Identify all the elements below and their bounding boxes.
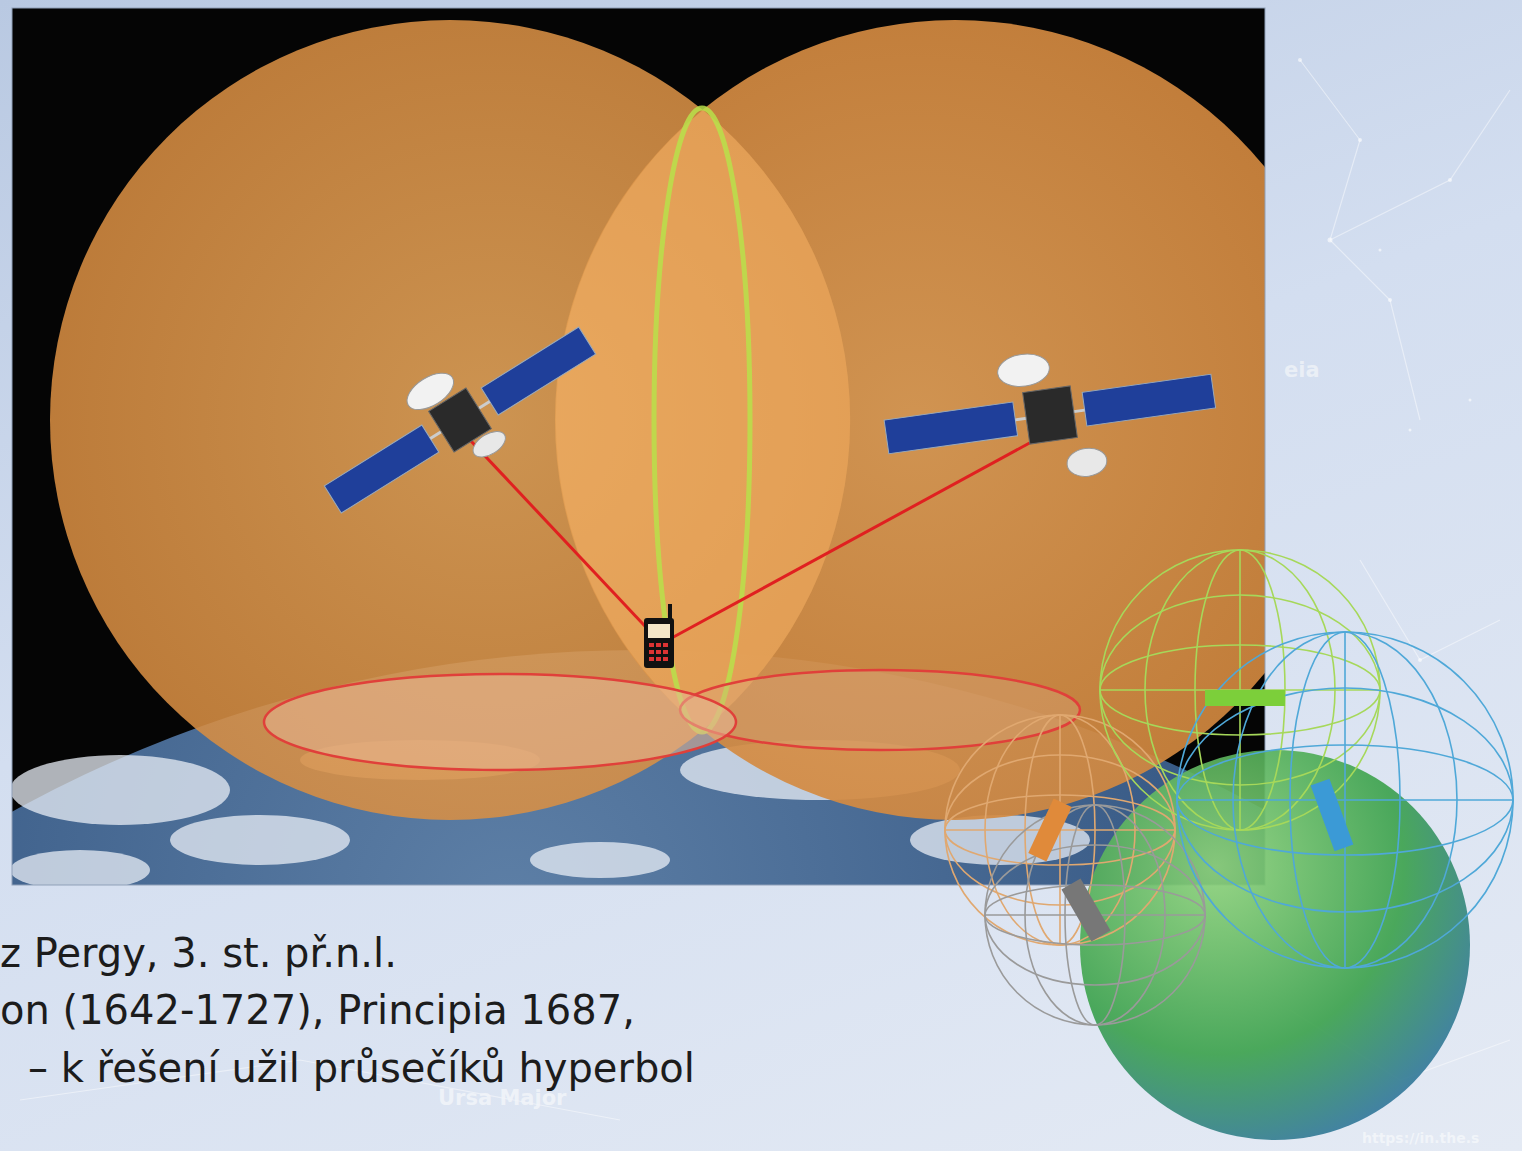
- watermark: https://in.the.s: [1362, 1130, 1479, 1146]
- wire-sphere: [1100, 550, 1380, 830]
- footprint-ellipse: [264, 674, 736, 770]
- mini-satellite: [1028, 690, 1353, 941]
- history-note: on (1642-1727), Principia 1687,: [0, 987, 635, 1033]
- history-note: z Pergy, 3. st. př.n.l.: [0, 930, 397, 976]
- range-line: [470, 440, 658, 640]
- wire-sphere: [945, 715, 1175, 945]
- satellite: [304, 295, 611, 539]
- history-note: – k řešení užil průsečíků hyperbol: [28, 1045, 695, 1091]
- satellite-picture: [12, 8, 1265, 885]
- wire-sphere: [1177, 632, 1513, 968]
- footprint-ellipse: [680, 670, 1080, 750]
- phone-icon: [644, 604, 674, 668]
- globe-illustration: [945, 550, 1513, 1140]
- satellite: [878, 329, 1223, 504]
- wire-sphere: [985, 805, 1205, 1025]
- range-line: [668, 440, 1035, 640]
- constellation-name: eia: [1284, 358, 1320, 382]
- constellation-name: Ursa Major: [438, 1086, 566, 1110]
- star-marks: [1298, 58, 1472, 662]
